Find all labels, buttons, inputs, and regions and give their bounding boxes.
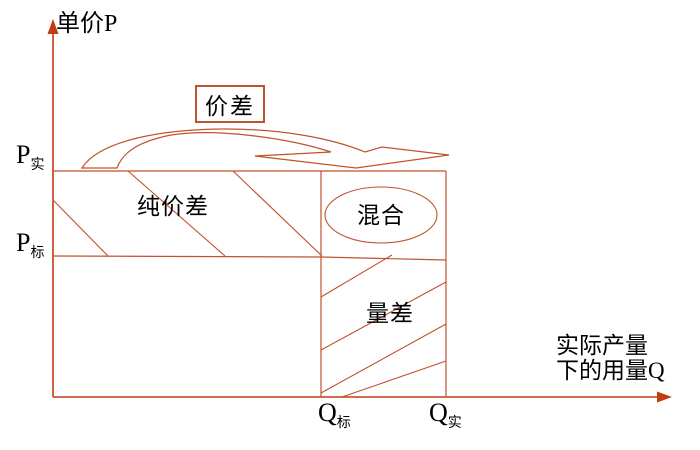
- curved-arrow-icon: [80, 128, 450, 169]
- quantity-variance-hatch: [320, 254, 447, 398]
- y-axis-title: 单价P: [56, 11, 118, 37]
- quantity-variance-label: 量差: [366, 301, 414, 326]
- price-variance-box: 价差: [195, 85, 265, 123]
- x-axis-title-line1: 实际产量: [556, 333, 648, 358]
- mixed-region-ellipse: [324, 186, 438, 244]
- price-variance-label: 价差: [205, 94, 255, 119]
- x-axis-title: 实际产量 下的用量Q: [556, 333, 665, 383]
- x-axis-arrowhead-icon: [657, 391, 672, 403]
- pure-price-variance-label: 纯价差: [137, 194, 209, 219]
- y-axis-arrowhead-icon: [47, 19, 59, 34]
- tick-p-standard: P标: [16, 228, 45, 261]
- pure-price-variance-hatch: [52, 170, 323, 257]
- tick-p-actual: P实: [16, 140, 45, 173]
- tick-q-standard: Q标: [318, 398, 351, 431]
- tick-q-actual: Q实: [429, 398, 462, 431]
- x-axis-title-line2: 下的用量Q: [556, 358, 665, 383]
- mixed-label: 混合: [357, 203, 405, 228]
